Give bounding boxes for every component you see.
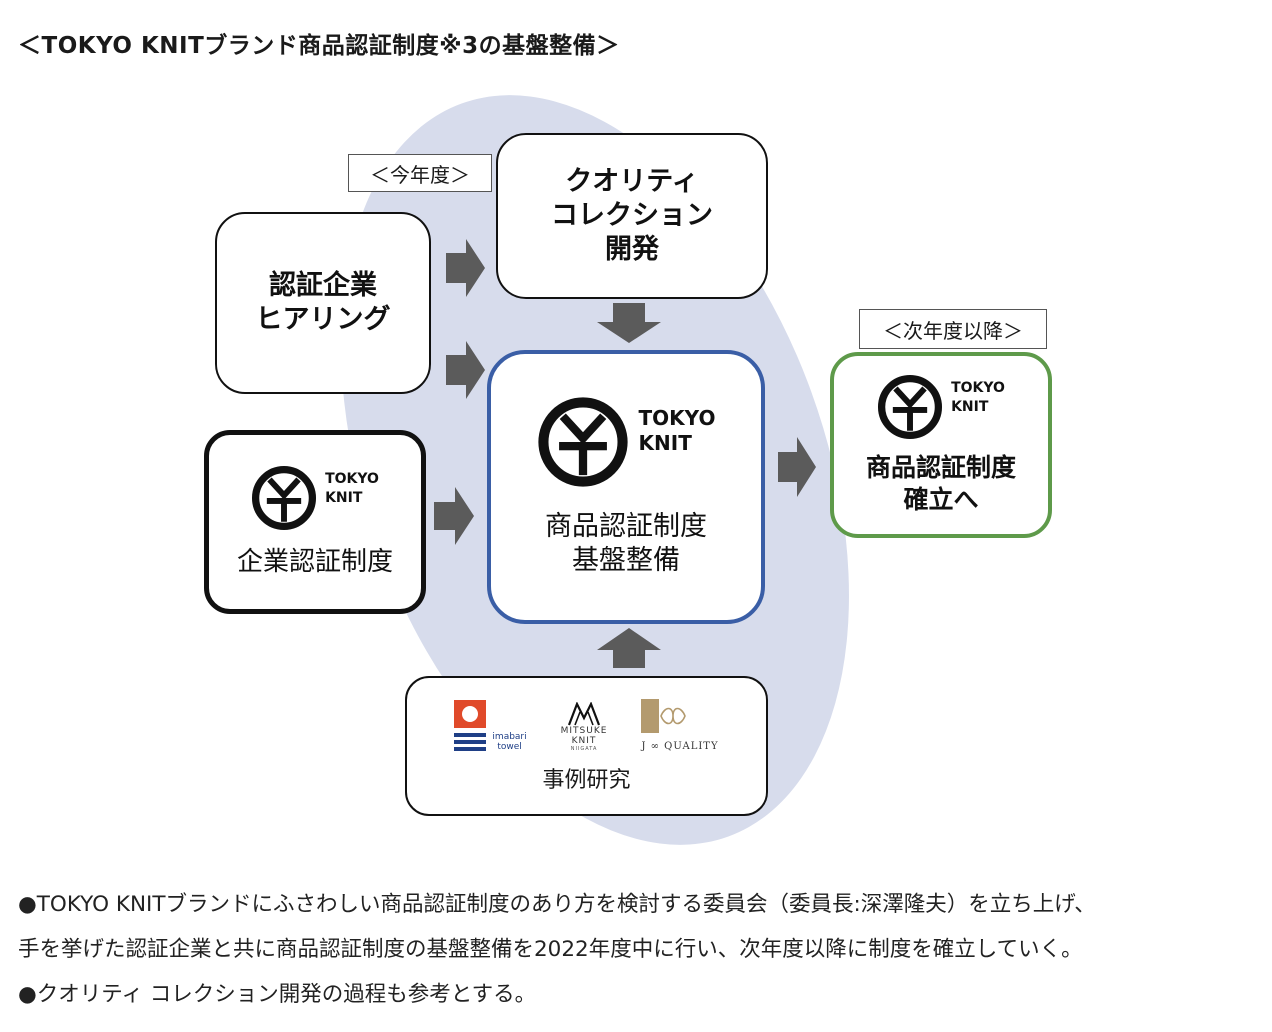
- case-study-text: 事例研究: [542, 767, 631, 793]
- tokyo-knit-emblem-icon: [537, 397, 628, 487]
- tokyo-knit-wordmark: TOKYO KNIT: [951, 380, 1005, 415]
- arrow-hearing-to-core: [446, 341, 485, 399]
- tokyo-knit-emblem-icon: [252, 465, 317, 531]
- quality-collection-box: クオリティ コレクション 開発: [496, 133, 768, 299]
- hearing-box: 認証企業 ヒアリング: [215, 212, 431, 394]
- arrow-hearing-to-quality: [446, 239, 485, 297]
- case-study-box: imabari towel MITSUKE KNIT NIIGATA J ∞ Q…: [405, 676, 768, 816]
- description: ●TOKYO KNITブランドにふさわしい商品認証制度のあり方を検討する委員会（…: [18, 882, 1258, 1017]
- arrow-company-to-core: [434, 487, 474, 545]
- this-year-label: ＜今年度＞: [348, 154, 492, 192]
- core-box: TOKYO KNIT 商品認証制度 基盤整備: [487, 350, 765, 624]
- imabari-towel-logo: imabari towel: [454, 699, 527, 752]
- tokyo-knit-emblem-icon: [878, 374, 943, 440]
- mitsuke-knit-text: MITSUKE KNIT: [560, 725, 608, 746]
- establish-text: 商品認証制度 確立へ: [865, 453, 1016, 514]
- tokyo-knit-wordmark: TOKYO KNIT: [638, 406, 716, 455]
- imabari-towel-text: imabari towel: [492, 731, 527, 752]
- arrow-core-to-establish: [778, 437, 816, 497]
- establish-box: TOKYO KNIT 商品認証制度 確立へ: [830, 352, 1052, 538]
- arrow-quality-to-core: [597, 303, 661, 343]
- tokyo-knit-wordmark: TOKYO KNIT: [325, 471, 379, 506]
- tokyo-knit-logo: TOKYO KNIT: [537, 396, 716, 488]
- imabari-towel-icon: [454, 699, 487, 751]
- hearing-text: 認証企業 ヒアリング: [255, 270, 391, 335]
- core-text: 商品認証制度 基盤整備: [545, 511, 707, 576]
- page-title: ＜TOKYO KNITブランド商品認証制度※3の基盤整備＞: [18, 33, 620, 59]
- description-line-2: 手を挙げた認証企業と共に商品認証制度の基盤整備を2022年度中に行い、次年度以降…: [18, 937, 1083, 962]
- company-cert-box: TOKYO KNIT 企業認証制度: [204, 430, 426, 614]
- next-year-label: ＜次年度以降＞: [859, 309, 1047, 349]
- tokyo-knit-logo: TOKYO KNIT: [877, 374, 1005, 440]
- quality-collection-text: クオリティ コレクション 開発: [551, 166, 713, 265]
- description-line-3: ●クオリティ コレクション開発の過程も参考とする。: [18, 982, 537, 1007]
- tokyo-knit-logo: TOKYO KNIT: [251, 465, 379, 531]
- mitsuke-knit-icon: [568, 701, 601, 725]
- mitsuke-knit-logo: MITSUKE KNIT NIIGATA: [560, 701, 608, 752]
- description-line-1: ●TOKYO KNITブランドにふさわしい商品認証制度のあり方を検討する委員会（…: [18, 892, 1096, 917]
- j-quality-logo: J ∞ QUALITY: [641, 698, 719, 752]
- arrow-case-to-core: [597, 628, 661, 668]
- j-quality-icon: [641, 698, 687, 733]
- company-cert-text: 企業認証制度: [236, 547, 393, 577]
- case-logos: imabari towel MITSUKE KNIT NIIGATA J ∞ Q…: [454, 698, 719, 752]
- j-quality-text: J ∞ QUALITY: [641, 740, 719, 752]
- mitsuke-niigata-text: NIIGATA: [570, 745, 598, 752]
